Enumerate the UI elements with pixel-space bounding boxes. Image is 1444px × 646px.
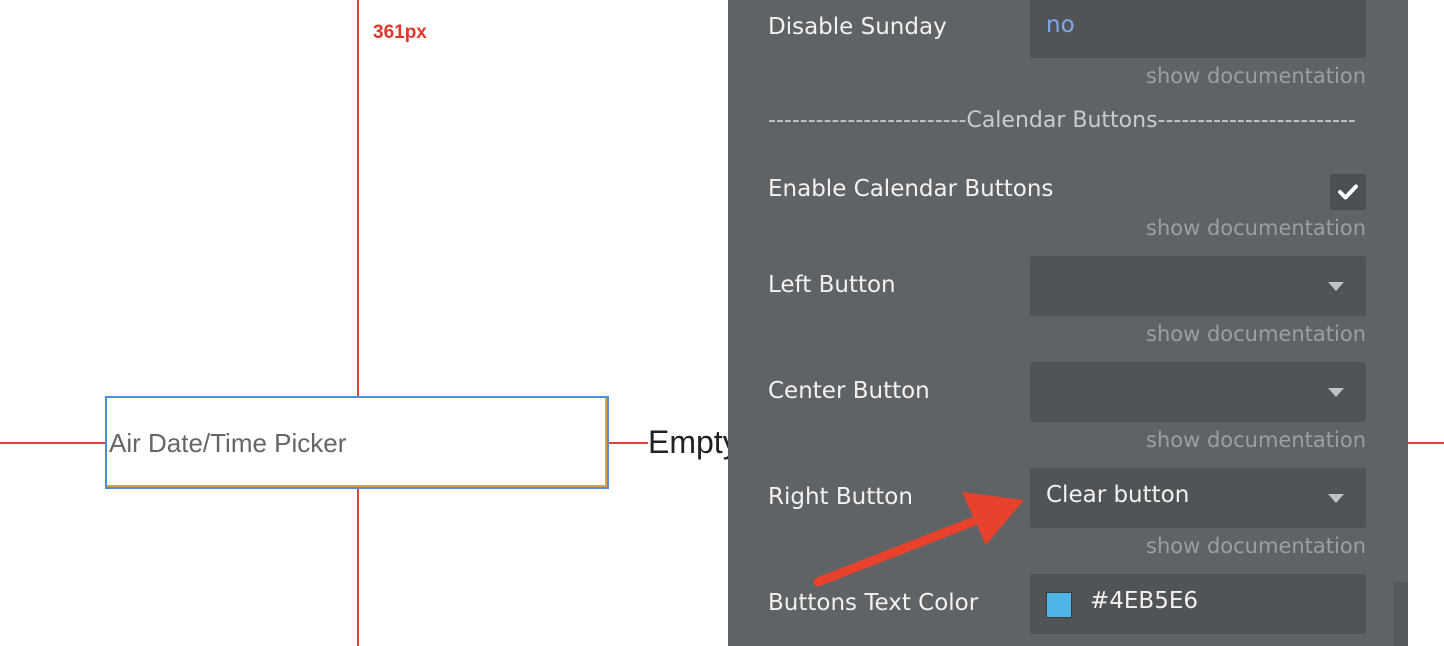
right-button-dropdown[interactable]: Clear button <box>1030 468 1366 528</box>
calendar-buttons-section-header: -------------------------Calendar Button… <box>768 108 1356 133</box>
show-documentation-link[interactable]: show documentation <box>1146 534 1366 558</box>
left-button-dropdown[interactable] <box>1030 256 1366 316</box>
show-documentation-link[interactable]: show documentation <box>1146 216 1366 240</box>
center-button-dropdown[interactable] <box>1030 362 1366 422</box>
date-time-picker-element[interactable]: Air Date/Time Picker <box>105 396 609 489</box>
enable-calendar-buttons-checkbox[interactable] <box>1330 174 1366 210</box>
empty-text-element[interactable]: Empty <box>648 424 739 460</box>
horizontal-guide-line <box>608 442 648 444</box>
chevron-down-icon <box>1328 494 1344 503</box>
disable-sunday-label: Disable Sunday <box>768 14 947 40</box>
chevron-down-icon <box>1328 388 1344 397</box>
vertical-guide-line <box>357 0 359 646</box>
horizontal-guide-line <box>0 442 106 444</box>
center-button-label: Center Button <box>768 378 930 404</box>
show-documentation-link[interactable]: show documentation <box>1146 428 1366 452</box>
checkmark-icon <box>1338 184 1358 200</box>
disable-sunday-value: no <box>1046 12 1075 38</box>
disable-sunday-field[interactable]: no <box>1030 0 1366 58</box>
color-swatch[interactable] <box>1046 592 1072 618</box>
buttons-text-color-field[interactable]: #4EB5E6 <box>1030 574 1366 634</box>
buttons-text-color-value: #4EB5E6 <box>1090 588 1199 614</box>
show-documentation-link[interactable]: show documentation <box>1146 64 1366 88</box>
show-documentation-link[interactable]: show documentation <box>1146 322 1366 346</box>
buttons-text-color-label: Buttons Text Color <box>768 590 979 616</box>
property-editor-panel: Disable Sunday no show documentation ---… <box>728 0 1408 646</box>
picker-placeholder: Air Date/Time Picker <box>109 428 347 458</box>
distance-measure-label: 361px <box>373 22 427 43</box>
chevron-down-icon <box>1328 282 1344 291</box>
right-button-value: Clear button <box>1046 482 1190 508</box>
enable-calendar-buttons-label: Enable Calendar Buttons <box>768 176 1054 202</box>
panel-scrollbar[interactable] <box>1394 582 1408 646</box>
right-button-label: Right Button <box>768 484 913 510</box>
horizontal-guide-line <box>1408 442 1444 444</box>
left-button-label: Left Button <box>768 272 896 298</box>
